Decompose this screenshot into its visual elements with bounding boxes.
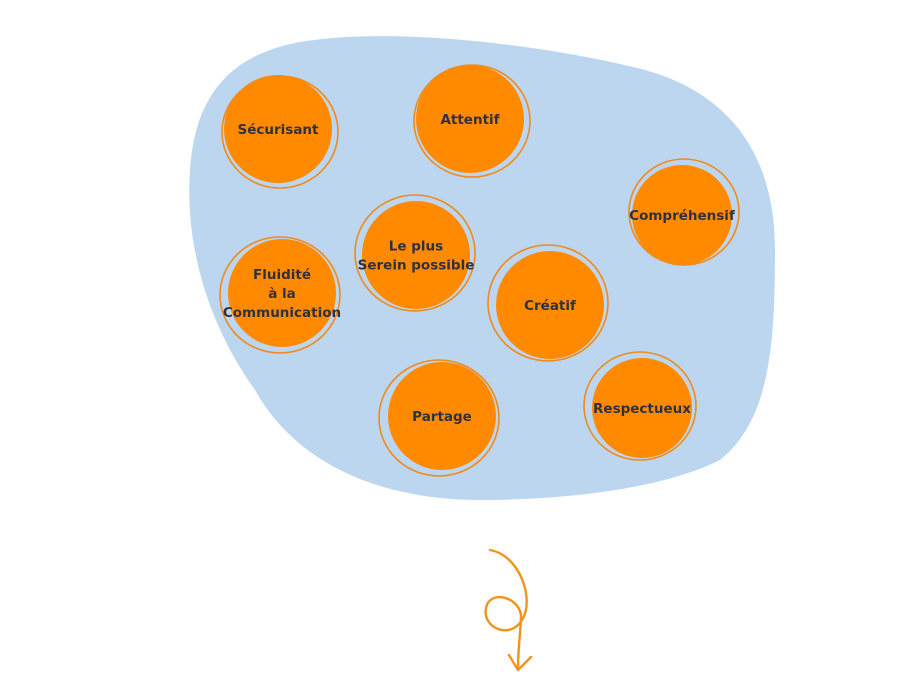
value-node-label: à la: [268, 286, 296, 302]
curly-down-arrow-icon: [484, 548, 533, 672]
value-node-label: Partage: [412, 409, 472, 425]
value-node-label: Sécurisant: [238, 122, 320, 138]
value-node-sketch-ring: [354, 194, 476, 312]
value-node-sketch-ring: [413, 64, 531, 178]
value-node-fill: [228, 239, 336, 347]
value-node-comprehensif: Compréhensif: [628, 158, 740, 266]
value-node-sketch-ring: [221, 75, 339, 189]
value-node-label: Attentif: [440, 112, 499, 128]
value-node-sketch-ring: [487, 244, 609, 362]
value-node-label: Créatif: [524, 298, 576, 314]
value-node-label: Respectueux: [593, 401, 691, 417]
value-node-partage: Partage: [378, 359, 500, 477]
value-node-creatif: Créatif: [487, 244, 609, 362]
value-node-sketch-ring: [219, 236, 341, 354]
value-node-fluidite-communication: Fluidité à la Communication: [219, 236, 341, 354]
value-node-label: Le plus: [389, 239, 443, 255]
value-node-fill: [388, 362, 496, 470]
value-node-sketch-ring: [628, 158, 740, 266]
value-node-label: Communication: [223, 305, 341, 321]
value-node-label: Fluidité: [253, 267, 311, 283]
value-node-sketch-ring: [583, 351, 697, 461]
value-node-fill: [632, 165, 732, 265]
value-node-fill: [362, 201, 470, 309]
value-node-label: Compréhensif: [629, 208, 735, 224]
value-node-sketch-ring: [378, 359, 500, 477]
value-node-fill: [592, 358, 692, 458]
value-node-fill: [224, 75, 332, 183]
value-node-fill: [496, 251, 604, 359]
value-node-securisant: Sécurisant: [221, 75, 339, 189]
value-node-respectueux: Respectueux: [583, 351, 697, 461]
value-node-fill: [416, 65, 524, 173]
value-node-label: Serein possible: [358, 258, 475, 274]
value-node-attentif: Attentif: [413, 64, 531, 178]
